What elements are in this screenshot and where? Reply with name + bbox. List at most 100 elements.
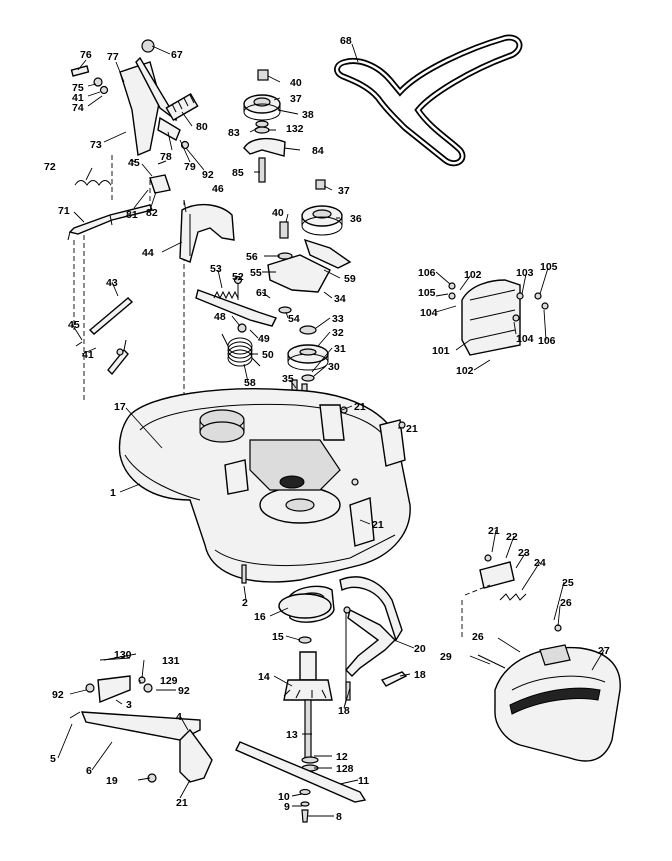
callout-40: 40 bbox=[272, 207, 284, 219]
callout-68: 68 bbox=[340, 35, 352, 47]
callout-44: 44 bbox=[142, 247, 154, 259]
deck-baffle bbox=[179, 203, 235, 263]
callout-54: 54 bbox=[288, 313, 300, 325]
callout-18: 18 bbox=[414, 669, 426, 681]
callout-15: 15 bbox=[272, 631, 284, 643]
callout-105: 105 bbox=[540, 261, 558, 273]
idler-spring bbox=[221, 333, 261, 367]
lift-rod bbox=[67, 204, 153, 241]
callout-36: 36 bbox=[350, 213, 362, 225]
callout-92: 92 bbox=[178, 685, 190, 697]
discharge-chute bbox=[477, 644, 621, 762]
callout-23: 23 bbox=[518, 547, 530, 559]
callout-56: 56 bbox=[246, 251, 258, 263]
callout-81: 81 bbox=[126, 209, 138, 221]
callout-103: 103 bbox=[516, 267, 534, 279]
callout-12: 12 bbox=[336, 751, 348, 763]
callout-132: 132 bbox=[286, 123, 304, 135]
callout-26: 26 bbox=[560, 597, 572, 609]
callout-80: 80 bbox=[196, 121, 208, 133]
callout-19: 19 bbox=[106, 775, 118, 787]
callout-25: 25 bbox=[562, 577, 574, 589]
callout-40: 40 bbox=[290, 77, 302, 89]
callout-2: 2 bbox=[242, 597, 248, 609]
callout-18: 18 bbox=[338, 705, 350, 717]
callout-76: 76 bbox=[80, 49, 92, 61]
callout-34: 34 bbox=[334, 293, 346, 305]
callout-130: 130 bbox=[114, 649, 132, 661]
callout-22: 22 bbox=[506, 531, 518, 543]
callout-74: 74 bbox=[72, 102, 84, 114]
callout-37: 37 bbox=[290, 93, 302, 105]
callout-53: 53 bbox=[210, 263, 222, 275]
spindle-housing bbox=[278, 593, 332, 619]
callout-21: 21 bbox=[176, 797, 188, 809]
callout-49: 49 bbox=[258, 333, 270, 345]
callout-9: 9 bbox=[284, 801, 290, 813]
callout-41: 41 bbox=[72, 92, 84, 104]
callout-92: 92 bbox=[52, 689, 64, 701]
idler-pulley-stack-upper bbox=[243, 69, 286, 183]
callout-48: 48 bbox=[214, 311, 226, 323]
callout-77: 77 bbox=[107, 51, 119, 63]
idler-pulley-stack-middle bbox=[267, 179, 352, 314]
callout-67: 67 bbox=[171, 49, 183, 61]
callout-82: 82 bbox=[146, 207, 158, 219]
height-adjust-assembly bbox=[70, 39, 199, 194]
leader-lines bbox=[57, 43, 605, 817]
callout-85: 85 bbox=[232, 167, 244, 179]
callout-21: 21 bbox=[354, 401, 366, 413]
callout-59: 59 bbox=[344, 273, 356, 285]
callout-92: 92 bbox=[202, 169, 214, 181]
callout-104: 104 bbox=[516, 333, 534, 345]
callout-104: 104 bbox=[420, 307, 438, 319]
callout-72: 72 bbox=[44, 161, 56, 173]
callout-10: 10 bbox=[278, 791, 290, 803]
callout-79: 79 bbox=[184, 161, 196, 173]
callout-21: 21 bbox=[372, 519, 384, 531]
mower-belt bbox=[334, 34, 523, 167]
callout-83: 83 bbox=[228, 127, 240, 139]
callout-43: 43 bbox=[106, 277, 118, 289]
callout-14: 14 bbox=[258, 671, 270, 683]
callout-46: 46 bbox=[212, 183, 224, 195]
callout-24: 24 bbox=[534, 557, 546, 569]
callout-58: 58 bbox=[244, 377, 256, 389]
callout-78: 78 bbox=[160, 151, 172, 163]
callout-29: 29 bbox=[440, 651, 452, 663]
callout-13: 13 bbox=[286, 729, 298, 741]
callout-128: 128 bbox=[336, 763, 354, 775]
callout-37: 37 bbox=[338, 185, 350, 197]
callout-73: 73 bbox=[90, 139, 102, 151]
front-hanger-arms bbox=[339, 576, 408, 701]
callout-5: 5 bbox=[50, 753, 56, 765]
callout-16: 16 bbox=[254, 611, 266, 623]
callout-30: 30 bbox=[328, 361, 340, 373]
callout-102: 102 bbox=[456, 365, 474, 377]
rear-hanger-bracket bbox=[69, 657, 213, 783]
callout-102: 102 bbox=[464, 269, 482, 281]
callout-17: 17 bbox=[114, 401, 126, 413]
callout-11: 11 bbox=[358, 775, 369, 787]
callout-75: 75 bbox=[72, 82, 84, 94]
callout-45: 45 bbox=[128, 157, 140, 169]
callout-27: 27 bbox=[598, 645, 610, 657]
callout-38: 38 bbox=[302, 109, 314, 121]
callout-4: 4 bbox=[176, 711, 182, 723]
callout-6: 6 bbox=[86, 765, 92, 777]
callout-84: 84 bbox=[312, 145, 324, 157]
callout-129: 129 bbox=[160, 675, 178, 687]
callout-50: 50 bbox=[262, 349, 274, 361]
callout-8: 8 bbox=[336, 811, 342, 823]
callout-101: 101 bbox=[432, 345, 450, 357]
callout-3: 3 bbox=[126, 699, 132, 711]
callout-20: 20 bbox=[414, 643, 426, 655]
callout-labels: 76 77 67 75 41 74 73 80 78 79 92 45 72 8… bbox=[44, 35, 610, 823]
discharge-deflector bbox=[448, 279, 549, 356]
callout-61: 61 bbox=[256, 287, 268, 299]
callout-45: 45 bbox=[68, 319, 80, 331]
idler-arm bbox=[195, 275, 277, 333]
callout-31: 31 bbox=[334, 343, 346, 355]
side-bracket-assembly bbox=[461, 554, 562, 640]
